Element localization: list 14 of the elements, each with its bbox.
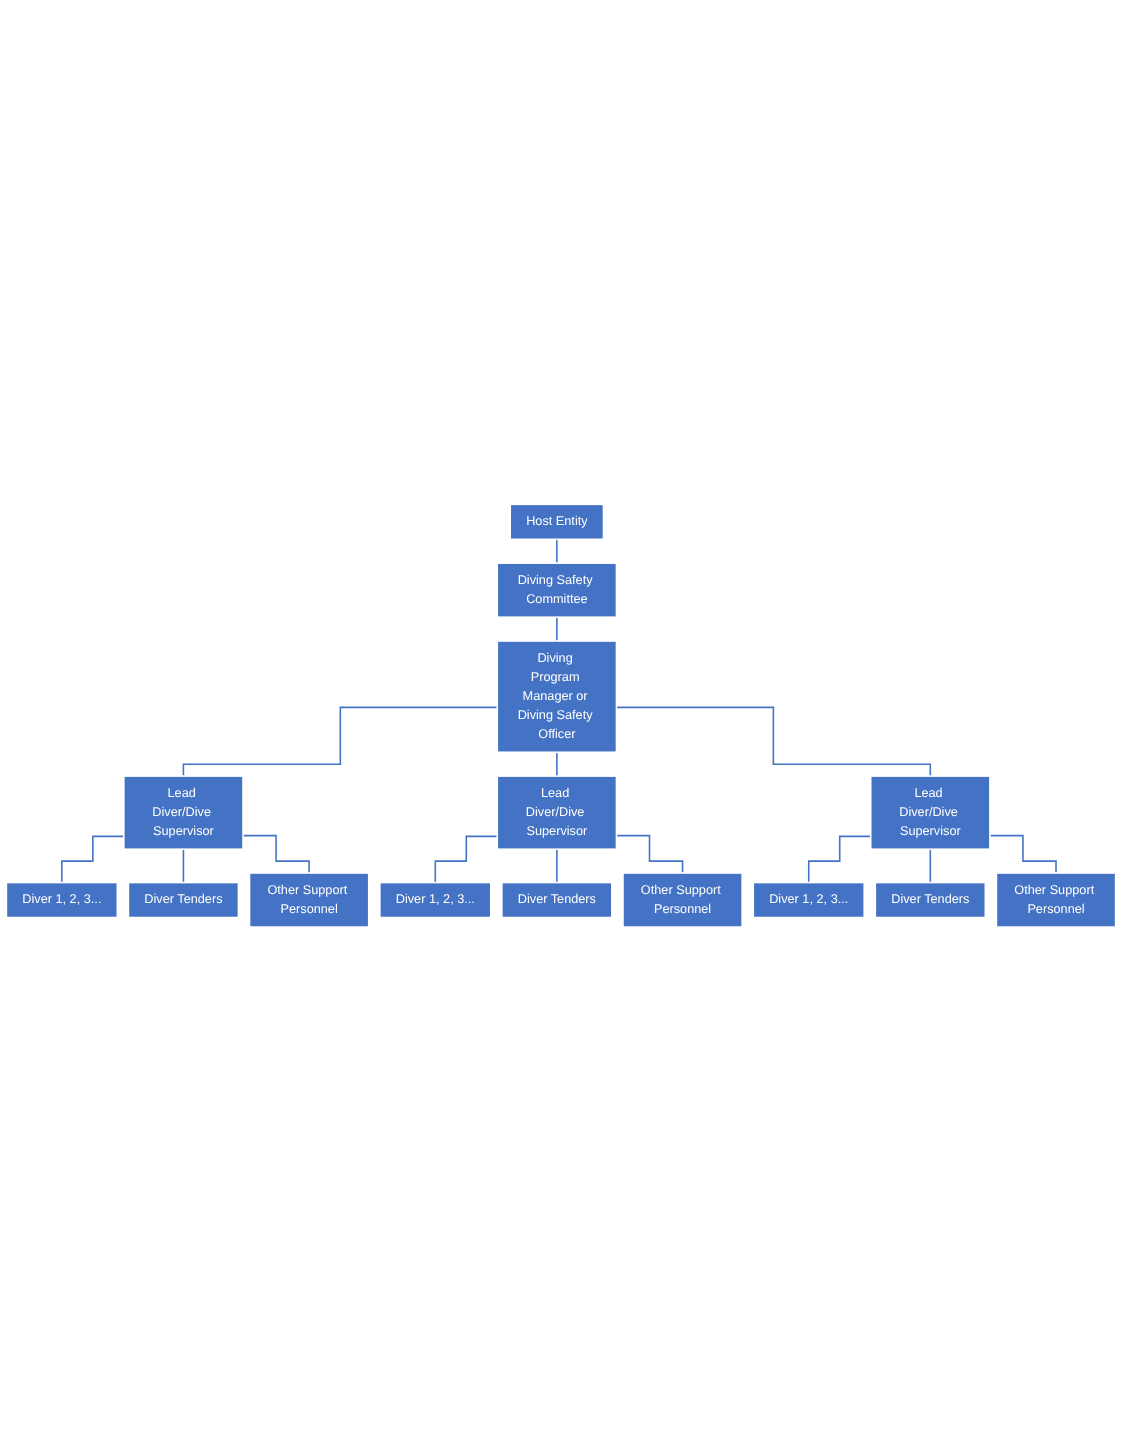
connector xyxy=(615,834,684,874)
connector xyxy=(615,705,932,777)
connector xyxy=(556,615,558,642)
connector xyxy=(61,834,125,883)
connector xyxy=(182,705,499,777)
connector xyxy=(989,834,1057,874)
connector xyxy=(434,834,499,883)
connector xyxy=(242,834,310,874)
connector xyxy=(556,537,558,564)
connector xyxy=(929,847,932,883)
connector xyxy=(807,834,872,883)
connector xyxy=(556,750,558,777)
connector xyxy=(556,847,558,883)
connector xyxy=(182,847,185,883)
